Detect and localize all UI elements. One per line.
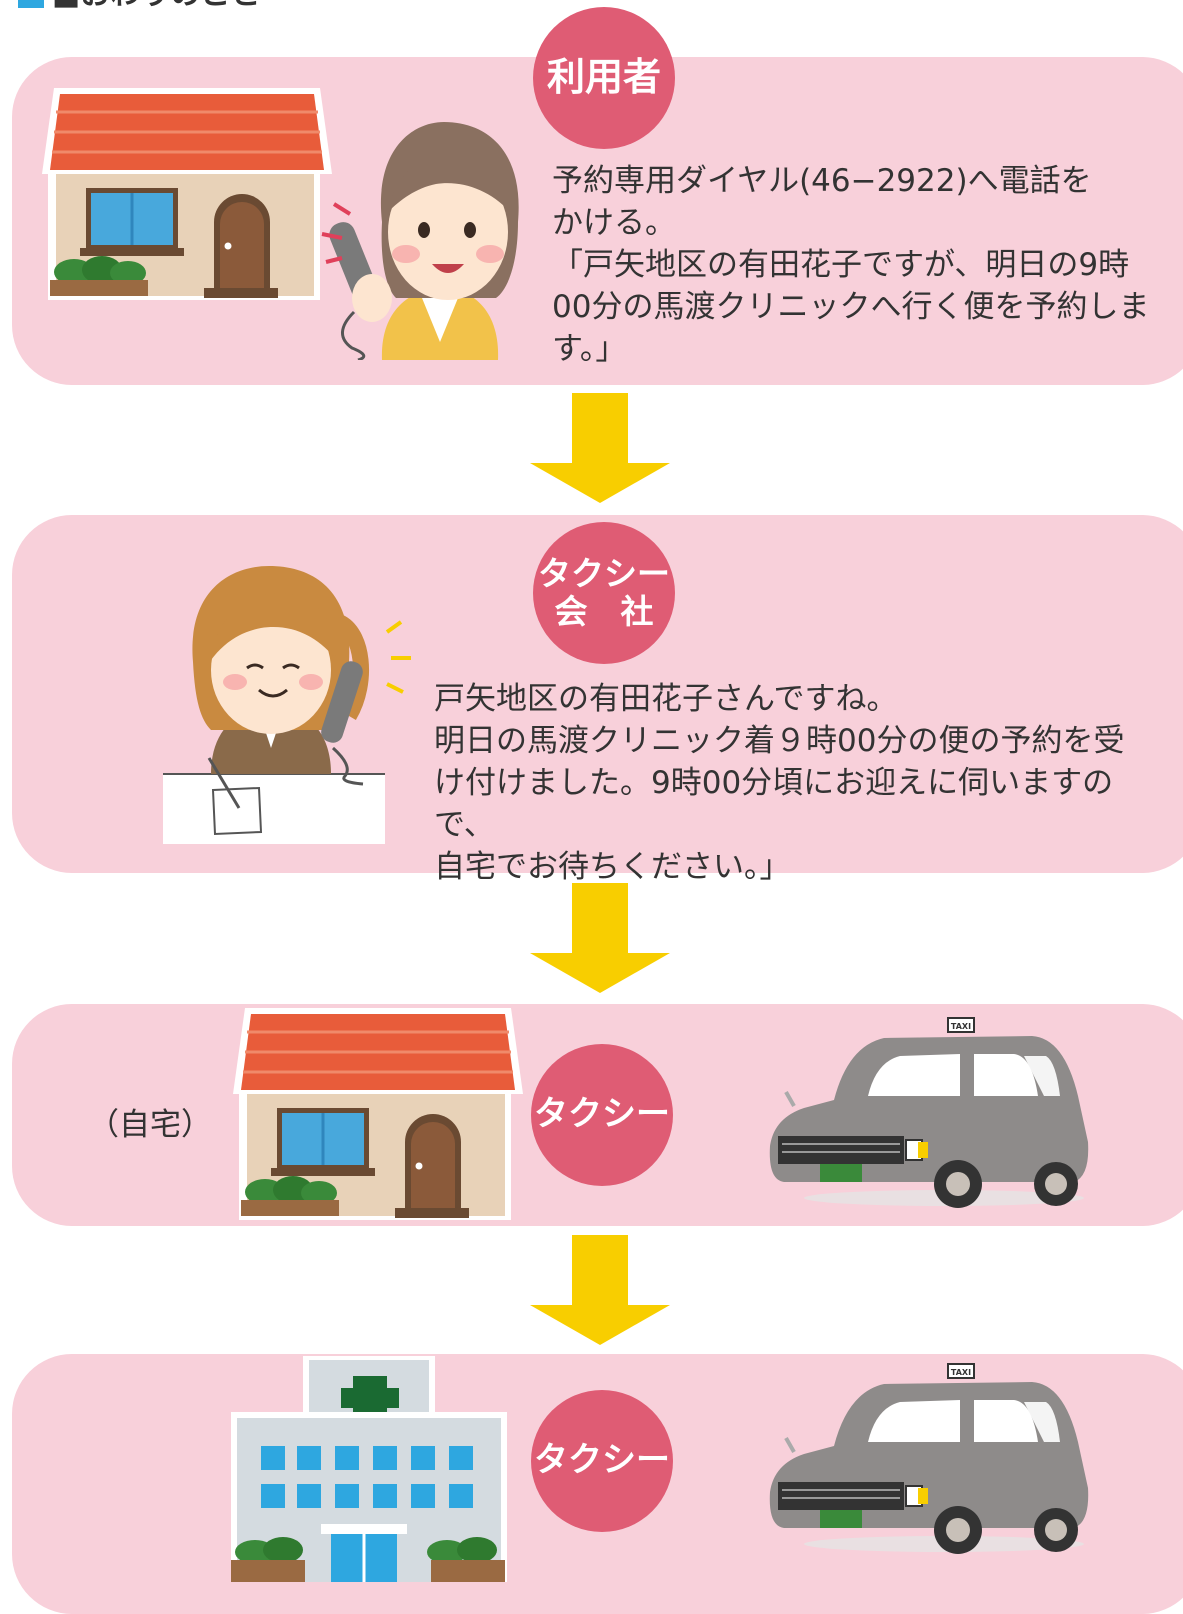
house-icon: [42, 88, 332, 300]
header-title: ■おわりのこと: [52, 0, 260, 12]
taxi-sign: TAXI: [951, 1022, 971, 1031]
section-header-fragment: ■おわりのこと: [18, 0, 260, 12]
down-arrow-icon: [530, 1235, 670, 1345]
step1-text: 予約専用ダイヤル(46−2922)へ電話を かける。 「戸矢地区の有田花子ですが…: [552, 163, 1150, 367]
down-arrow-icon: [530, 393, 670, 503]
down-arrow-icon: [530, 883, 670, 993]
badge-taxi-company: タクシー 会 社: [533, 522, 675, 664]
step2-text: 戸矢地区の有田花子さんですね。 明日の馬渡クリニック着９時00分の便の予約を受 …: [434, 681, 1125, 885]
badge-taxi: タクシー: [531, 1044, 673, 1186]
operator-icon: [163, 566, 411, 844]
woman-phone-icon: [321, 122, 519, 360]
hospital-icon: [231, 1356, 507, 1582]
badge-user: 利用者: [533, 7, 675, 149]
taxi-icon: TAXI: [769, 1017, 1089, 1208]
badge-taxi: タクシー: [531, 1390, 673, 1532]
home-label: （自宅）: [88, 1107, 212, 1143]
taxi-icon: TAXI: [769, 1363, 1089, 1554]
taxi-sign: TAXI: [951, 1368, 971, 1377]
house-icon: [233, 1008, 523, 1220]
